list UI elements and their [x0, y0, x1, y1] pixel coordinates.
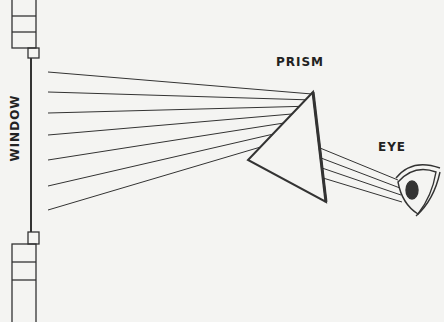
prism	[248, 92, 326, 202]
eye-label: EYE	[378, 141, 406, 153]
prism-label: PRISM	[276, 56, 324, 68]
eye	[396, 165, 440, 216]
light-rays	[48, 72, 402, 210]
window-label: WINDOW	[9, 94, 21, 161]
